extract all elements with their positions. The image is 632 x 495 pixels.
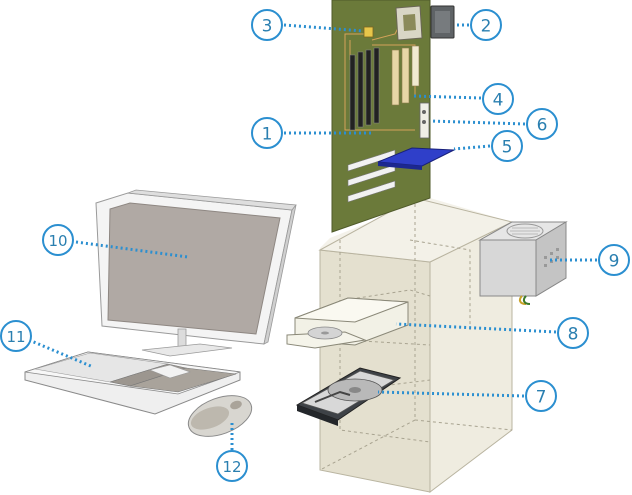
- pci-slots: [347, 149, 396, 203]
- callout-9: 9: [598, 244, 630, 276]
- callout-7: 7: [525, 380, 557, 412]
- mouse: [187, 395, 253, 437]
- monitor: [95, 189, 297, 357]
- callout-5: 5: [491, 130, 523, 162]
- callout-12-label: 12: [222, 458, 241, 476]
- callout-11: 11: [0, 320, 32, 352]
- callout-2: 2: [470, 9, 502, 41]
- callout-3: 3: [251, 9, 283, 41]
- callout-7-label: 7: [536, 388, 547, 408]
- ram-module: [349, 47, 380, 131]
- callout-11-label: 11: [6, 328, 25, 346]
- callout-10: 10: [42, 224, 74, 256]
- callout-9-label: 9: [609, 252, 620, 272]
- callout-2-label: 2: [481, 17, 492, 37]
- hard-drive: [295, 367, 402, 426]
- callout-1: 1: [251, 117, 283, 149]
- callout-6-label: 6: [537, 116, 548, 136]
- ram-slots: [391, 45, 420, 106]
- callout-4-label: 4: [493, 91, 504, 111]
- callout-3-label: 3: [262, 17, 273, 37]
- callout-12: 12: [216, 450, 248, 482]
- cpu-chip: [395, 5, 423, 41]
- callout-6: 6: [526, 108, 558, 140]
- callout-8: 8: [557, 317, 589, 349]
- io-ports: [419, 102, 430, 139]
- leader-lines: [28, 23, 597, 450]
- keyboard: [24, 351, 241, 415]
- cpu-socket: [363, 26, 374, 38]
- callout-1-label: 1: [262, 125, 273, 145]
- power-supply: [478, 221, 568, 305]
- callout-8-label: 8: [568, 325, 579, 345]
- motherboard: [331, 0, 431, 233]
- cpu: [430, 5, 455, 39]
- callout-4: 4: [482, 83, 514, 115]
- monitor-stand: [141, 328, 233, 357]
- expansion-card: [377, 147, 456, 170]
- callout-5-label: 5: [502, 138, 513, 158]
- callout-10-label: 10: [48, 232, 67, 250]
- optical-drive: [286, 297, 409, 349]
